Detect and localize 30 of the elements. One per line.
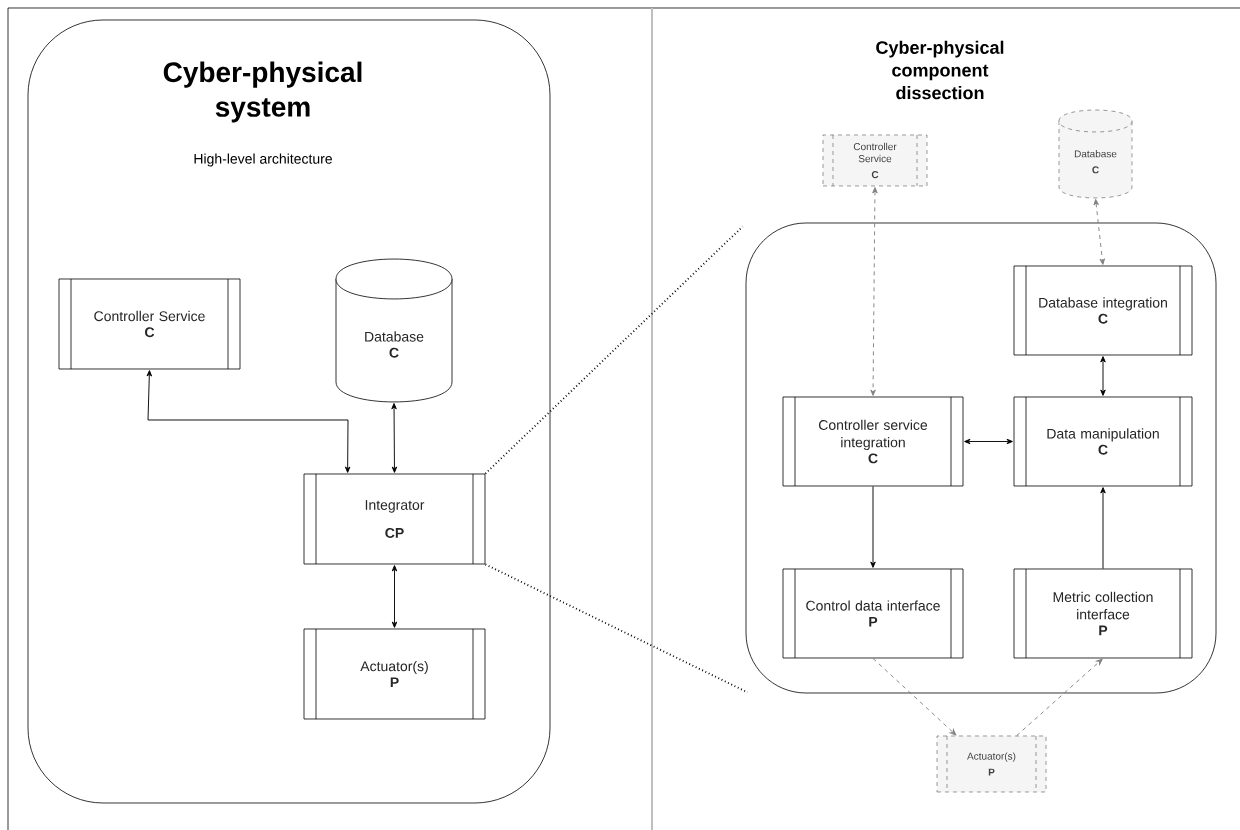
arrow [1100,356,1106,396]
arrow [146,370,351,473]
system-boundary [27,19,551,804]
process-box: Metric collection interface P [1013,568,1193,659]
heading: Cyber-physical system [163,61,362,123]
process-box: Actuator(s) P [936,735,1047,793]
heading: Cyber-physical component dissection [876,40,1004,100]
subtitle: High-level architecture [194,153,332,167]
arrow [1016,658,1103,737]
arrow [391,565,398,628]
arrow [872,657,957,736]
process-box: Database integration C [1013,265,1193,356]
process-box: Controller Service C [822,134,928,187]
process-box: Controller service integration C [782,396,964,487]
system-boundary [745,222,1217,694]
process-box: Data manipulation C [1013,396,1193,487]
arrow [870,485,876,568]
arrow [1100,487,1106,570]
arrow [1093,199,1105,265]
zoom-line [484,225,744,475]
arrow [964,438,1013,445]
arrow [391,403,398,473]
database-cylinder: Database C [335,258,453,403]
zoom-line [484,563,749,694]
process-box: Control data interface P [782,568,964,659]
process-box: Integrator CP [303,473,486,565]
database-cylinder: Database C [1058,109,1133,199]
process-box: Actuator(s) P [303,628,486,720]
arrow [870,187,878,396]
process-box: Controller Service C [58,278,241,370]
